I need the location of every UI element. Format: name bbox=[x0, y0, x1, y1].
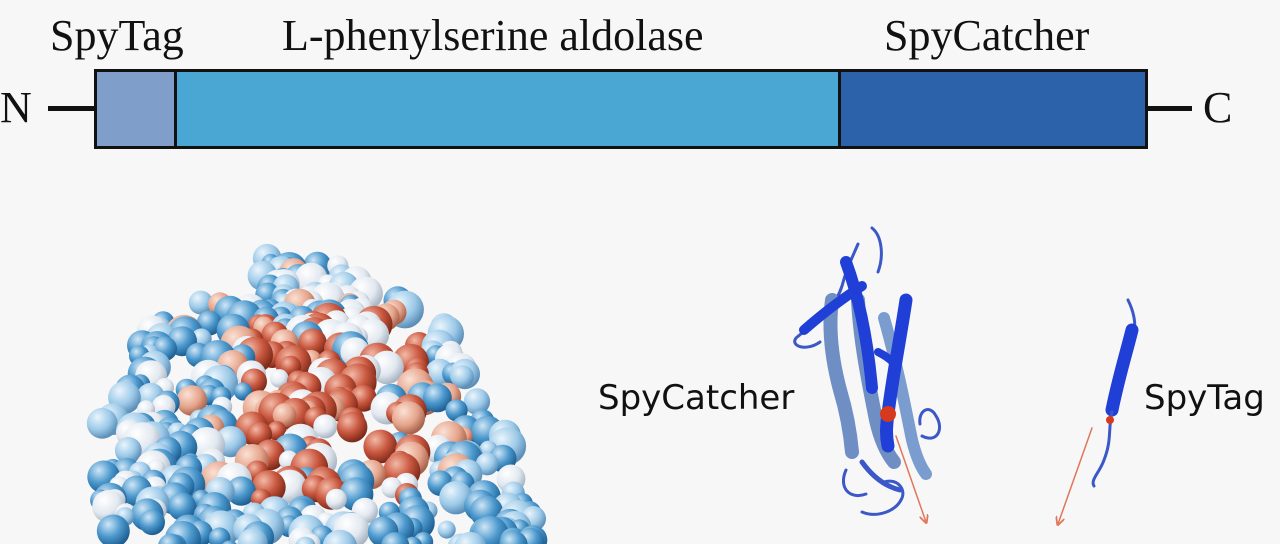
surface-atom bbox=[237, 528, 268, 544]
surface-atom bbox=[450, 365, 474, 389]
surface-atom bbox=[336, 411, 368, 443]
surface-atom bbox=[96, 514, 130, 544]
surface-atom bbox=[114, 437, 142, 464]
n-terminal-linker bbox=[48, 106, 94, 111]
surface-atom bbox=[226, 476, 256, 506]
spytag-ribbon-model bbox=[1058, 298, 1139, 524]
surface-atom bbox=[188, 290, 213, 315]
surface-atom bbox=[423, 383, 452, 413]
surface-atom bbox=[363, 429, 398, 464]
c-terminus-label: C bbox=[1203, 83, 1233, 132]
surface-atom bbox=[272, 403, 297, 427]
surface-atom bbox=[325, 488, 347, 510]
surface-atom bbox=[139, 509, 165, 536]
n-terminus-label: N bbox=[0, 83, 32, 132]
surface-atom bbox=[270, 369, 289, 388]
surface-atom bbox=[313, 414, 338, 439]
c-terminal-linker bbox=[1148, 106, 1192, 111]
spycatcher-ribbon-model bbox=[793, 226, 941, 522]
spycatcher-structure-label: SpyCatcher bbox=[598, 378, 795, 418]
surface-atom bbox=[168, 492, 197, 521]
surface-atom bbox=[381, 532, 410, 544]
surface-atom bbox=[208, 527, 231, 544]
spytag-structure-label: SpyTag bbox=[1144, 378, 1265, 418]
surface-atom bbox=[437, 520, 456, 539]
surface-atom bbox=[86, 407, 118, 439]
surface-atom bbox=[463, 388, 491, 415]
surface-atom bbox=[295, 536, 316, 544]
surface-atom bbox=[222, 540, 237, 544]
spycatcher-domain-segment bbox=[838, 72, 1145, 146]
aldolase-domain-segment bbox=[174, 72, 838, 146]
fusion-construct-bar bbox=[94, 69, 1148, 149]
aldolase-surface-model bbox=[86, 243, 548, 544]
aldolase-domain-label: L-phenylserine aldolase bbox=[282, 11, 704, 60]
surface-atom bbox=[176, 385, 208, 416]
spycatcher-domain-label: SpyCatcher bbox=[884, 11, 1090, 60]
spytag-domain-segment bbox=[97, 72, 174, 146]
surface-atom bbox=[322, 529, 357, 544]
surface-atom bbox=[454, 531, 487, 544]
surface-atom bbox=[391, 401, 426, 435]
surface-atom bbox=[158, 533, 184, 544]
surface-atom bbox=[499, 530, 528, 544]
spytag-domain-label: SpyTag bbox=[50, 11, 184, 60]
